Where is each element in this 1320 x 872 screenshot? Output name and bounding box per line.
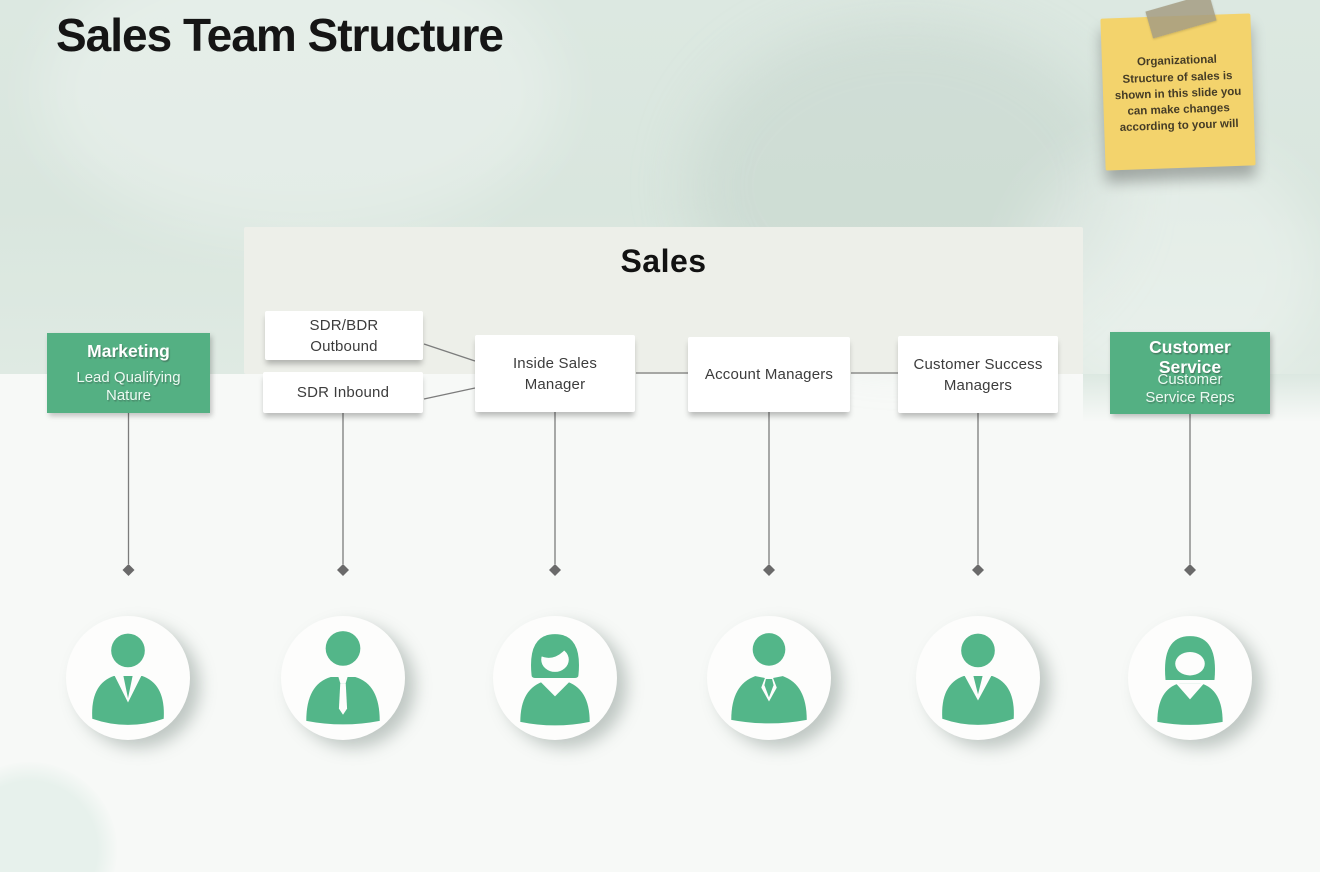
node-sdr-bdr-outbound: SDR/BDR Outbound	[265, 311, 423, 360]
node-inside-sales-manager: Inside Sales Manager	[475, 335, 635, 412]
avatar-sdr	[281, 616, 405, 740]
avatar-customer-service	[1128, 616, 1252, 740]
avatar-customer-success	[916, 616, 1040, 740]
avatar-male-tie-icon	[92, 633, 164, 725]
customer-service-box: Customer Service Customer Service Reps	[1110, 332, 1270, 414]
avatar-account-manager	[707, 616, 831, 740]
marketing-box-title: Marketing	[87, 341, 170, 361]
marketing-box: Marketing Lead Qualifying Nature	[47, 333, 210, 413]
avatar-inside-sales	[493, 616, 617, 740]
background-blob	[40, 0, 560, 240]
slide-title: Sales Team Structure	[56, 9, 504, 61]
sticky-note-text: Organizational Structure of sales is sho…	[1114, 53, 1242, 135]
sticky-note: Organizational Structure of sales is sho…	[1100, 13, 1256, 171]
customer-service-box-title: Customer Service	[1149, 337, 1231, 377]
node-customer-success-managers: Customer Success Managers	[898, 336, 1058, 413]
avatar-male-straight-tie-icon	[306, 631, 380, 725]
avatar-female-icon	[520, 634, 590, 726]
sales-group-label: Sales	[620, 243, 707, 279]
node-account-managers: Account Managers	[688, 337, 850, 412]
avatar-female-bob-icon	[1157, 636, 1223, 725]
avatar-marketing	[66, 616, 190, 740]
marketing-box-subtitle: Lead Qualifying Nature	[76, 368, 181, 404]
avatar-male-tie-icon	[942, 633, 1014, 725]
customer-service-box-subtitle: Customer Service Reps	[1145, 371, 1235, 407]
node-sdr-inbound: SDR Inbound	[263, 372, 423, 413]
background-corner-circle	[0, 762, 117, 872]
avatar-male-suit-icon	[731, 633, 807, 724]
